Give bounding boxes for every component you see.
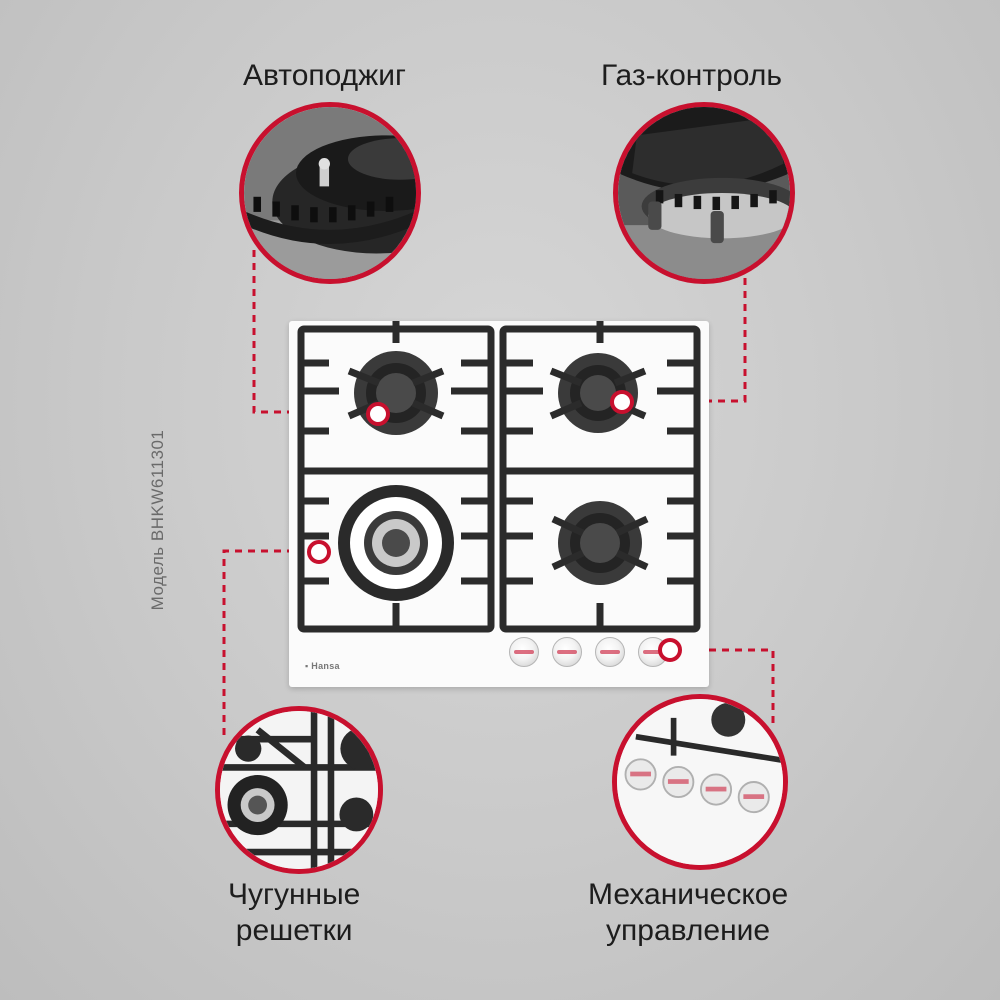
- mechanical-control-line1: Механическое: [588, 878, 789, 911]
- cast-iron-grates-detail-icon: [220, 711, 378, 869]
- autoignition-marker-icon: [366, 402, 390, 426]
- cast-iron-grates-label: Чугунные решетки: [228, 877, 360, 949]
- gas-control-zoom-circle: [613, 102, 795, 284]
- cast-iron-grates-line2: решетки: [235, 914, 353, 947]
- gas-control-label: Газ-контроль: [601, 59, 782, 92]
- mechanical-control-detail-icon: [617, 699, 783, 865]
- mechanical-control-zoom-circle: [612, 694, 788, 870]
- gas-control-detail-icon: [618, 107, 790, 279]
- cast-iron-grates-zoom-circle: [215, 706, 383, 874]
- burner-icon: [354, 351, 438, 435]
- burner-icon: [338, 485, 454, 601]
- knob-icon[interactable]: [552, 637, 582, 667]
- gas-control-marker-icon: [610, 390, 634, 414]
- brand-logo: ▪ Hansa: [305, 661, 340, 671]
- model-number: Модель BHKW611301: [148, 429, 167, 611]
- autoignition-zoom-circle: [239, 102, 421, 284]
- knob-icon[interactable]: [595, 637, 625, 667]
- gas-hob: ▪ Hansa: [289, 321, 709, 687]
- burner-icon: [558, 501, 642, 585]
- knob-icon[interactable]: [509, 637, 539, 667]
- cast-iron-grates-line1: Чугунные: [228, 878, 361, 911]
- autoignition-label: Автоподжиг: [243, 59, 406, 92]
- mechanical-control-line2: управление: [606, 914, 771, 947]
- mechanical-control-marker-icon: [658, 638, 682, 662]
- burner-icon: [558, 353, 638, 433]
- autoignition-detail-icon: [244, 107, 416, 279]
- cast-iron-grates: [297, 321, 701, 633]
- mechanical-control-label: Механическое управление: [588, 877, 788, 949]
- cast-iron-grates-marker-icon: [307, 540, 331, 564]
